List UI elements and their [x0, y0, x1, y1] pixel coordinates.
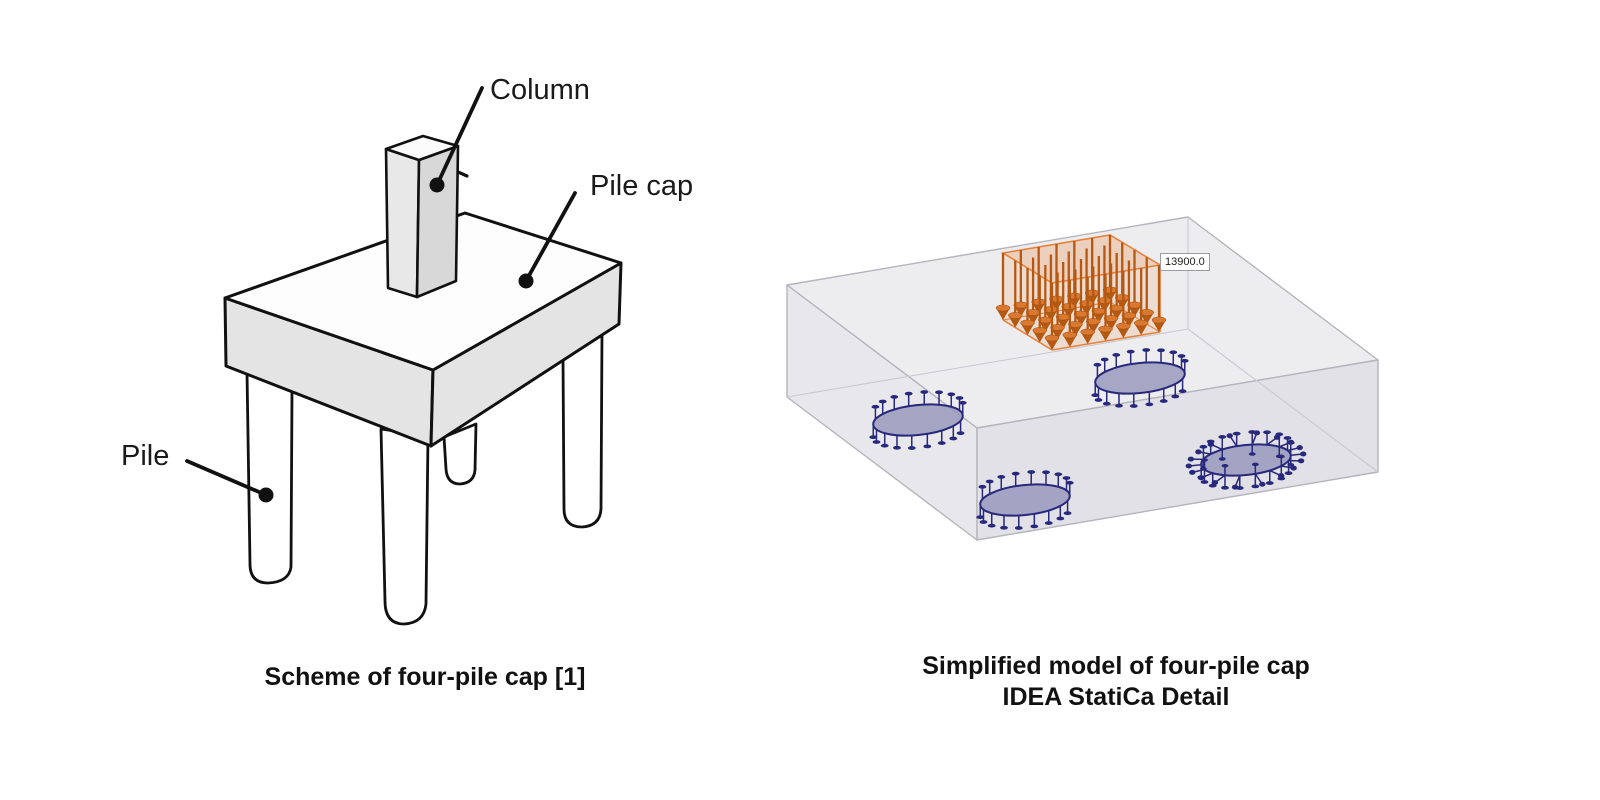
column-edge-tick [456, 170, 469, 178]
pile-leader-dot [258, 487, 274, 503]
load-value-badge: 13900.0 [1160, 253, 1210, 271]
support-discs [1185, 430, 1307, 490]
right-figure-caption-line1: Simplified model of four-pile cap [922, 652, 1310, 680]
block-hidden-edges [786, 217, 1379, 473]
load-arrow-cone [1050, 327, 1065, 340]
pile-support [976, 470, 1074, 530]
pile-support-fixed [1185, 430, 1307, 490]
load-arrow-cone [1139, 312, 1154, 325]
load-arrow-cone [1032, 330, 1047, 343]
load-arrow-cone [1152, 320, 1166, 332]
support-pins [979, 473, 1071, 527]
load-arrow-cone [1127, 305, 1142, 317]
column-leader-line [435, 86, 484, 187]
load-arrow-cone [1013, 305, 1028, 317]
column-shape [384, 134, 469, 299]
pile-back-middle [442, 422, 478, 486]
load-arrow-cone [996, 308, 1010, 320]
column-top-face [384, 134, 460, 162]
load-arrow-cone [1020, 323, 1035, 335]
pile-support [869, 390, 967, 450]
load-arrow-cone [1008, 315, 1023, 328]
pile-leader-line [185, 459, 268, 497]
load-arrow-cone [1062, 335, 1077, 347]
load-arrow-cone [1121, 315, 1136, 328]
pile-cap-scheme-drawing [185, 86, 623, 626]
load-arrow-cone [1026, 312, 1041, 325]
pile-cap-leader-dot [518, 273, 534, 289]
load-arrow-cone [1080, 332, 1095, 344]
load-arrow-cone [1074, 314, 1088, 326]
column-front-face [384, 147, 421, 299]
right-figure-caption-line2: IDEA StatiCa Detail [1002, 683, 1230, 711]
leader-lines [185, 86, 577, 503]
piles-group [245, 331, 604, 626]
surface-load [995, 234, 1167, 351]
pile-cap-label: Pile cap [590, 170, 694, 202]
left-figure-caption: Scheme of four-pile cap [1] [264, 663, 586, 691]
support-discs [976, 470, 1074, 530]
pile-label: Pile [121, 440, 170, 472]
load-arrow-cone [1098, 329, 1113, 341]
idea-statica-model [786, 216, 1379, 541]
pile-cap-leader-line [524, 191, 577, 283]
load-arrow-cone [1068, 324, 1083, 337]
pile-support [1091, 348, 1189, 408]
support-discs [869, 390, 967, 450]
load-arrow-cone [1134, 323, 1149, 335]
column-label: Column [490, 74, 590, 106]
load-arrow-cone [1091, 311, 1106, 323]
load-arrow-cone [1109, 308, 1124, 320]
load-arrow-cone [1116, 326, 1131, 338]
support-discs [1091, 348, 1189, 408]
load-arrow-cone [1038, 320, 1053, 332]
column-leader-dot [429, 177, 445, 193]
load-arrow-cone [1104, 318, 1119, 331]
pile-front-left [245, 370, 294, 585]
pile-front-middle [379, 427, 430, 626]
pile-back-right [561, 331, 604, 529]
load-arrow-cone [1086, 321, 1101, 334]
load-arrow-cone [1056, 317, 1071, 329]
support-pins [1094, 351, 1186, 405]
column-right-face [415, 144, 460, 299]
load-arrow-cone [1045, 338, 1059, 350]
support-pins [872, 393, 964, 447]
load-arrows [995, 235, 1167, 350]
